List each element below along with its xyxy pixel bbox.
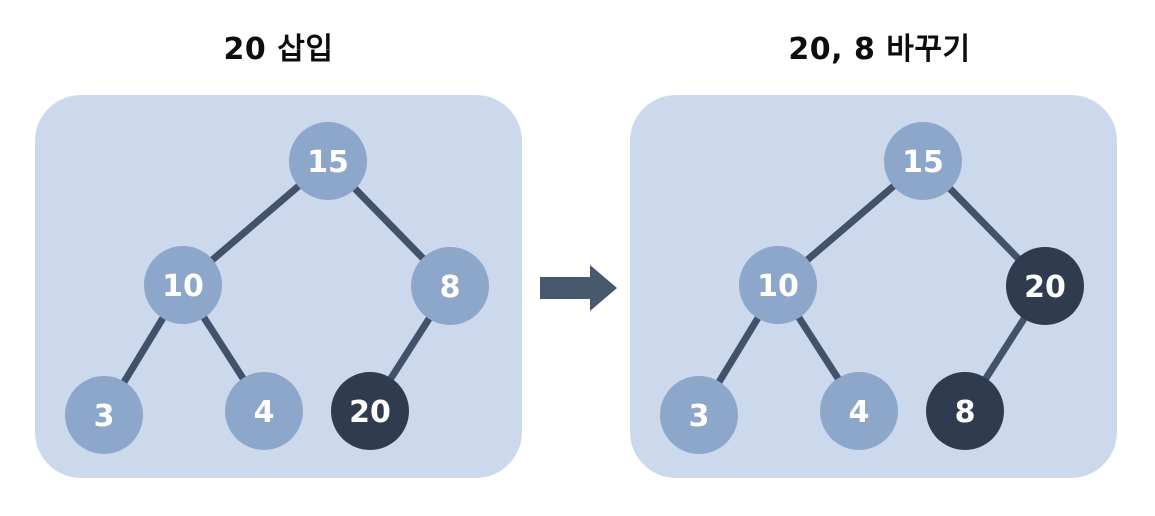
right-tree-panel: 15 10 20 3 4 8	[630, 95, 1117, 478]
tree-node-3	[660, 376, 738, 454]
right-arrow-shape	[540, 265, 617, 311]
tree-node-15	[884, 122, 962, 200]
tree-node-label-15: 15	[307, 145, 349, 180]
tree-node-20	[331, 372, 409, 450]
tree-node-label-20: 20	[349, 395, 391, 430]
tree-node-label-4: 4	[254, 395, 275, 430]
tree-node-20	[1006, 247, 1084, 325]
left-tree-panel: 15 10 8 3 4 20	[35, 95, 522, 478]
right-tree-svg: 15 10 20 3 4 8	[660, 122, 1084, 454]
tree-node-label-10: 10	[162, 269, 204, 304]
tree-node-4	[820, 372, 898, 450]
tree-node-8	[926, 372, 1004, 450]
left-tree-svg: 15 10 8 3 4 20	[65, 122, 489, 454]
tree-node-10	[739, 246, 817, 324]
tree-node-8	[411, 247, 489, 325]
tree-node-label-15: 15	[902, 145, 944, 180]
tree-node-label-8: 8	[440, 270, 461, 305]
tree-node-label-3: 3	[94, 399, 115, 434]
tree-node-label-4: 4	[849, 395, 870, 430]
tree-node-label-10: 10	[757, 269, 799, 304]
left-panel-title: 20 삽입	[223, 32, 334, 67]
tree-node-4	[225, 372, 303, 450]
tree-node-3	[65, 376, 143, 454]
right-arrow-icon	[540, 264, 618, 312]
tree-node-label-20: 20	[1024, 270, 1066, 305]
tree-node-10	[144, 246, 222, 324]
tree-node-15	[289, 122, 367, 200]
right-panel-title: 20, 8 바꾸기	[788, 32, 971, 67]
tree-node-label-8: 8	[955, 395, 976, 430]
tree-node-label-3: 3	[689, 399, 710, 434]
